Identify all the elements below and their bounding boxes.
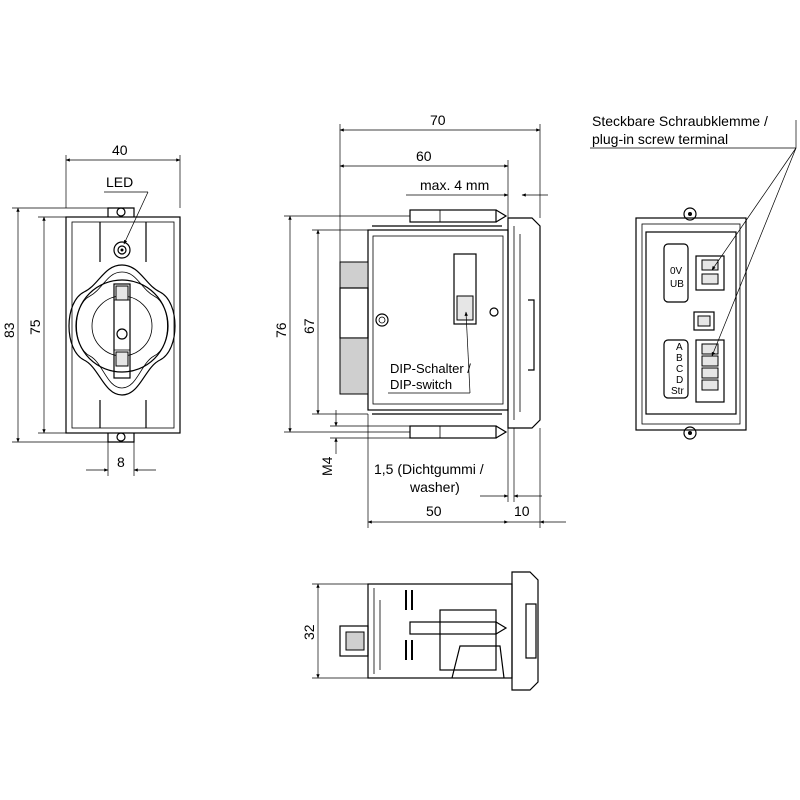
terminal-0v: 0V bbox=[670, 266, 683, 277]
dim-height-83: 83 bbox=[1, 322, 17, 338]
terminal-label-line1: Steckbare Schraubklemme / bbox=[592, 113, 768, 129]
dim-width-40: 40 bbox=[112, 142, 128, 158]
rear-view: 0V UB A B C D Str Steckbare Schraubklemm… bbox=[590, 113, 797, 440]
side-view: 70 60 max. 4 mm 76 67 M4 DIP-Schalter / … bbox=[273, 112, 566, 528]
dip-switch-icon bbox=[453, 253, 477, 325]
dim-m4: M4 bbox=[319, 456, 335, 476]
dim-width-70: 70 bbox=[430, 112, 446, 128]
front-view: 40 LED 83 75 8 bbox=[1, 142, 181, 476]
dip-label-line2: DIP-switch bbox=[390, 377, 452, 392]
dim-width-8: 8 bbox=[117, 454, 125, 470]
terminal-str: Str bbox=[671, 386, 684, 397]
led-label: LED bbox=[106, 174, 133, 190]
dim-height-67: 67 bbox=[301, 318, 317, 334]
dim-gasket-line2: washer) bbox=[409, 479, 460, 495]
dim-height-32: 32 bbox=[301, 624, 317, 640]
terminal-d: D bbox=[676, 375, 683, 386]
dim-width-10: 10 bbox=[514, 503, 530, 519]
dip-label-line1: DIP-Schalter / bbox=[390, 361, 471, 376]
dim-width-60: 60 bbox=[416, 148, 432, 164]
dim-max-4mm: max. 4 mm bbox=[420, 177, 489, 193]
dim-width-50: 50 bbox=[426, 503, 442, 519]
dim-gasket-line1: 1,5 (Dichtgummi / bbox=[374, 461, 484, 477]
terminal-b: B bbox=[676, 353, 683, 364]
terminal-a: A bbox=[676, 342, 683, 353]
led-icon bbox=[113, 241, 131, 259]
terminal-ub: UB bbox=[670, 279, 684, 290]
dim-height-75: 75 bbox=[27, 319, 43, 335]
top-view: 32 bbox=[301, 571, 539, 691]
terminal-label-line2: plug-in screw terminal bbox=[592, 131, 728, 147]
dim-height-76: 76 bbox=[273, 322, 289, 338]
terminal-c: C bbox=[676, 364, 683, 375]
